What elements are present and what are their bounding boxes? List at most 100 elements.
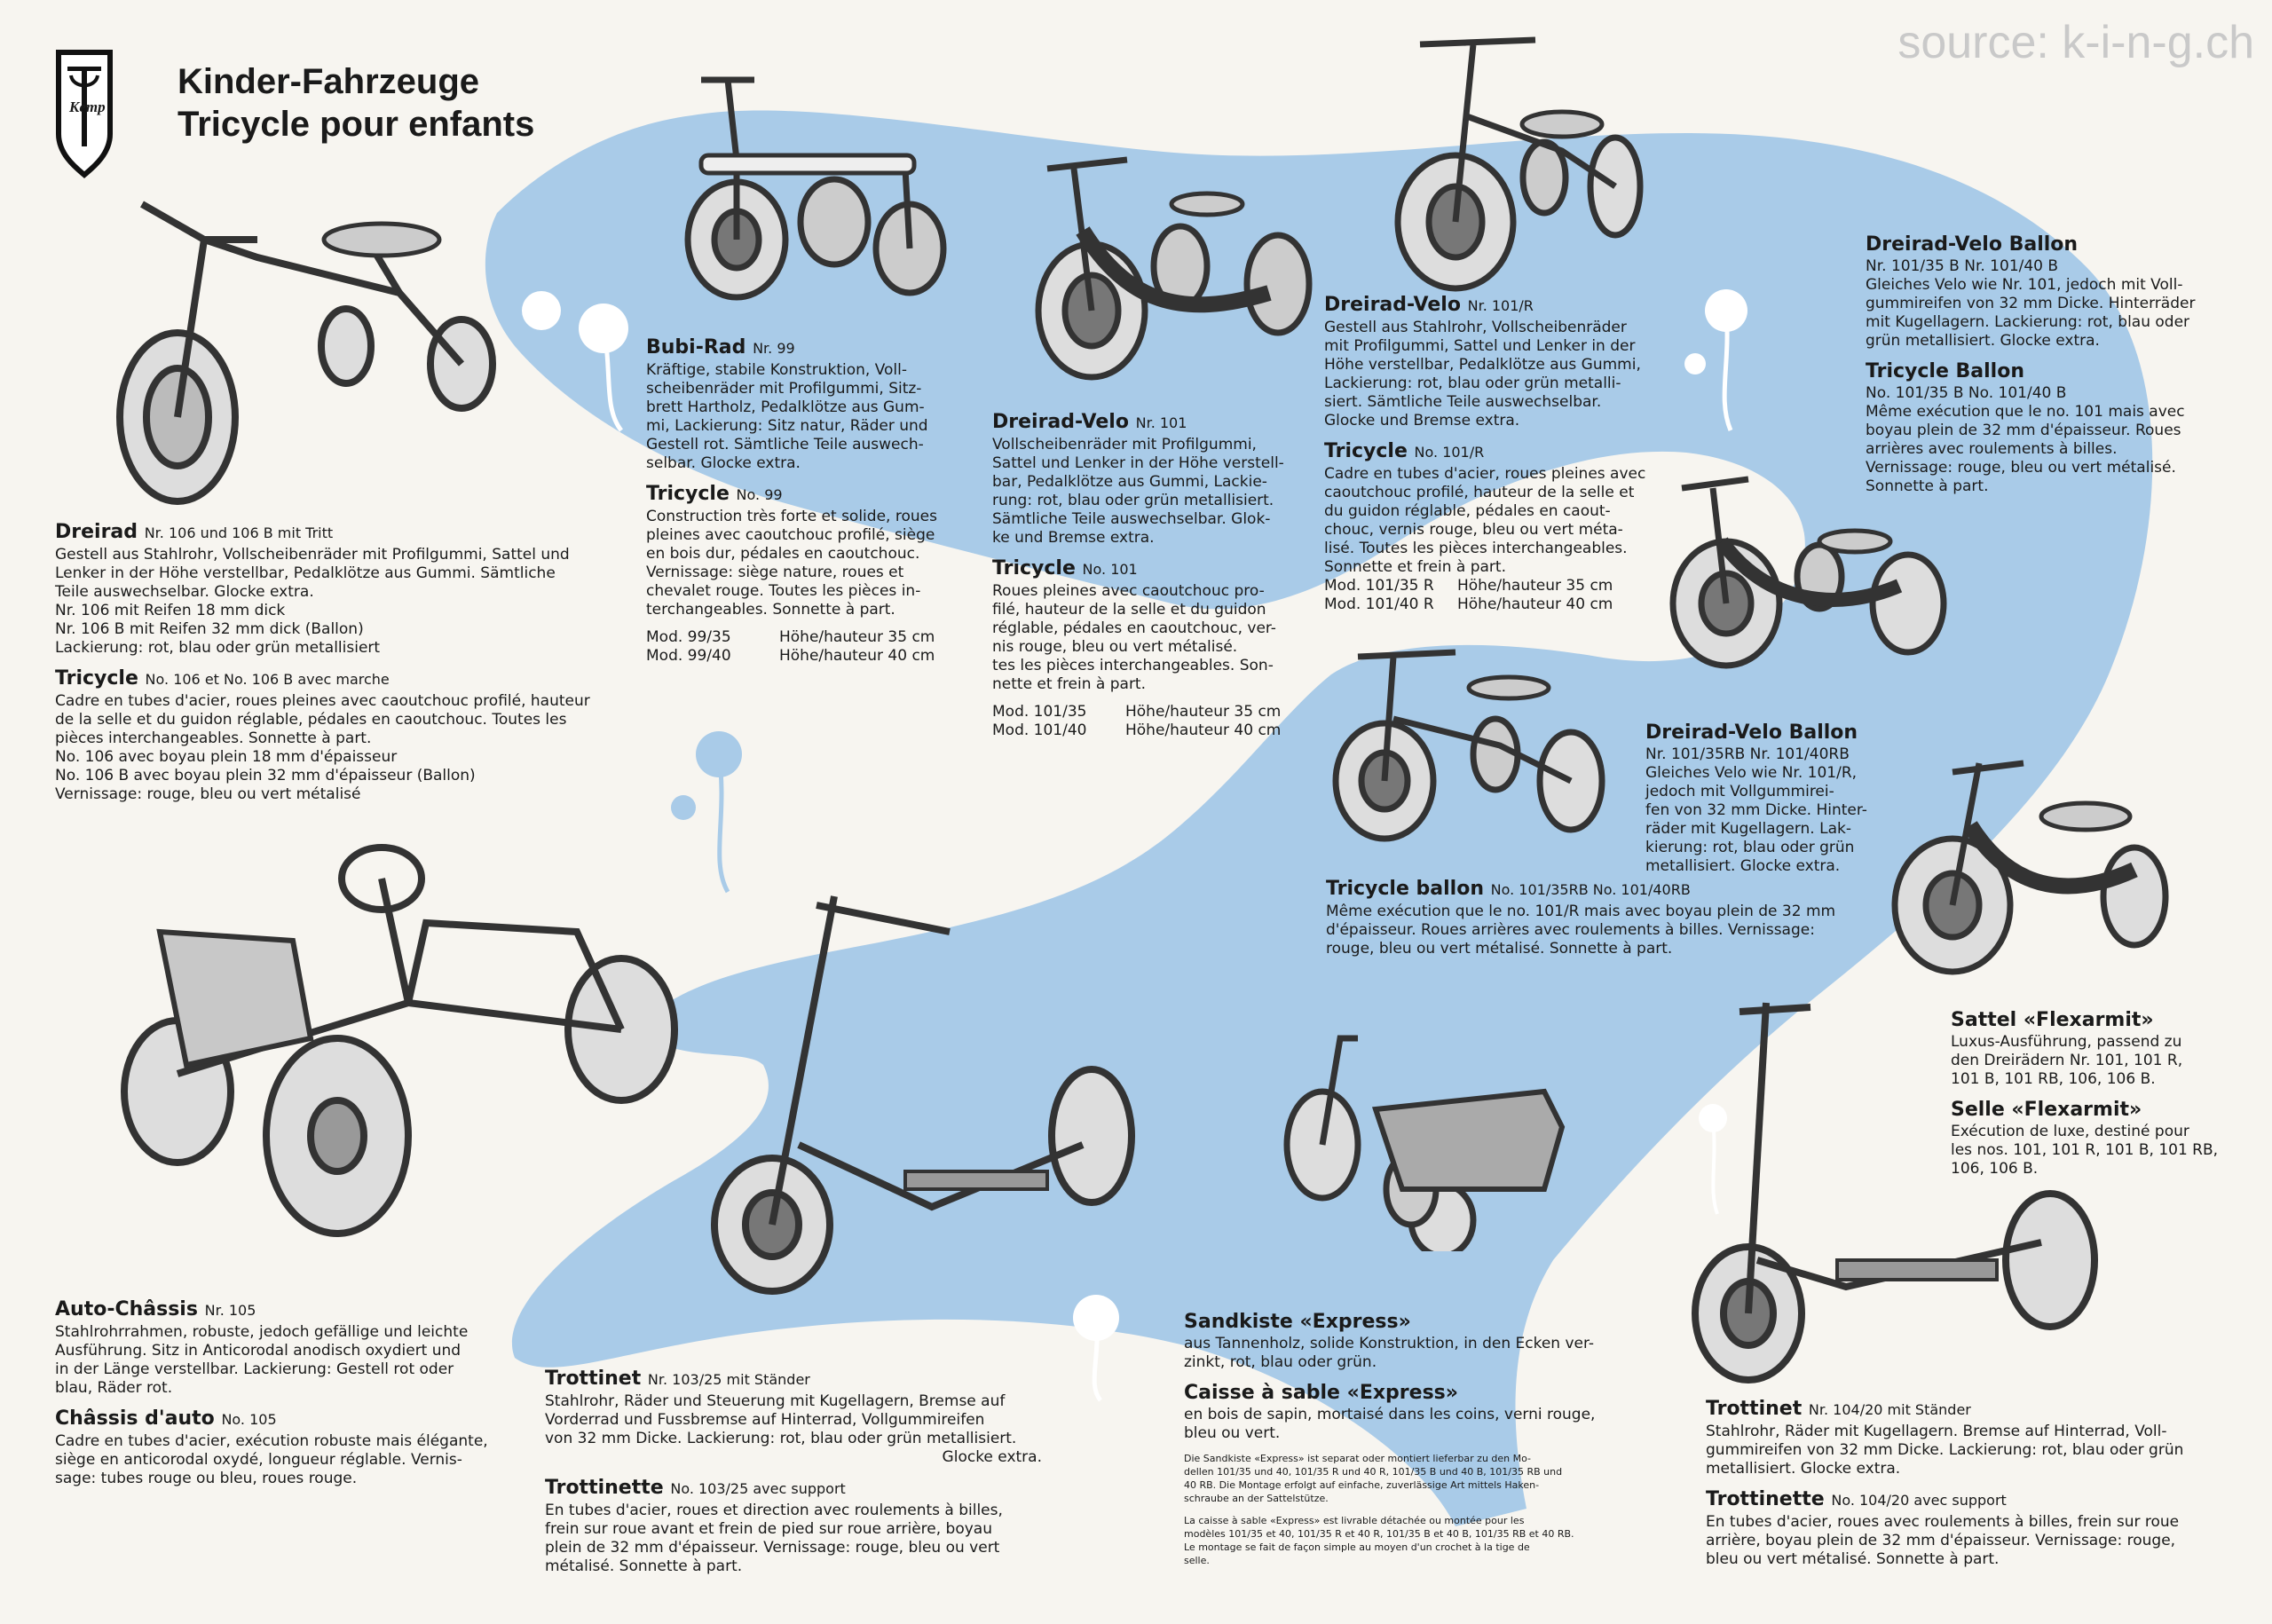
description-line: Vernissage: siège nature, roues et [646,564,904,581]
description-line: mi, Lackierung: Sitz natur, Räder und [646,417,928,435]
description-line: du guidon réglable, pédales en caout- [1324,502,1611,520]
dreirad-velo-101r-illustration [1394,36,1644,292]
product-number: Nr. 101/35RB Nr. 101/40RB [1645,745,1850,763]
description-line: réglable, pédales en caoutchouc, ver- [992,619,1276,637]
product-name: Bubi-Rad [646,336,746,359]
description-line: Teile auswechselbar. Glocke extra. [55,583,314,601]
description-line: rouge, bleu ou vert métalisé. Sonnette à… [1326,940,1673,958]
description-line: ke und Bremse extra. [992,529,1155,547]
flower-decoration-icon [1699,1104,1727,1215]
description-line: de la selle et du guidon réglable, pédal… [55,711,567,729]
description-line: metallisiert. Glocke extra. [1706,1460,1901,1478]
description-line: Gleiches Velo wie Nr. 101, jedoch mit Vo… [1866,276,2183,294]
product-name: Châssis d'auto [55,1407,215,1430]
description-line: filé, hauteur de la selle et du guidon [992,601,1266,619]
flower-decoration-icon [1684,289,1747,431]
product-number: Nr. 105 [204,1302,256,1319]
description-line: Stahlrohrrahmen, robuste, jedoch gefälli… [55,1323,469,1341]
product-name: Sattel «Flexarmit» [1951,1009,2154,1031]
product-name: Trottinet [545,1368,642,1390]
product-name: Dreirad-Velo [1324,294,1461,316]
description-line: Vernissage: rouge, bleu ou vert métalisé… [1866,459,2176,477]
description-line: zinkt, rot, blau oder grün. [1184,1353,1377,1371]
description-line: métalisé. Sonnette à part. [545,1557,743,1575]
model-number: Mod. 99/35 [646,628,731,646]
note-line: dellen 101/35 und 40, 101/35 R und 40 R,… [1184,1466,1563,1478]
description-line: Lenker in der Höhe verstellbar, Pedalklö… [55,564,556,582]
model-height: Höhe/hauteur 40 cm [779,647,935,665]
product-number: No. 101/35 B No. 101/40 B [1866,384,2067,402]
description-line: Nr. 106 mit Reifen 18 mm dick [55,602,286,619]
model-spec-row: Mod. 99/40 Höhe/hauteur 40 cm [646,647,948,666]
description-line: räder mit Kugellagern. Lak- [1645,820,1851,838]
description-line: terchangeables. Sonnette à part. [646,601,895,619]
dreirad-velo-101-section: Dreirad-Velo Nr. 101 Vollscheibenräder m… [992,410,1294,740]
description-line: den Dreirädern Nr. 101, 101 R, [1951,1052,2183,1069]
description-line: Sämtliche Teile auswechselbar. Glok- [992,510,1271,528]
dreirad-velo-101rb-illustration [1332,649,1605,842]
description-line: plein de 32 mm d'épaisseur. Vernissage: … [545,1539,1000,1557]
product-name: Tricycle [55,667,138,690]
dreirad-velo-ballon-rb-illustration [1891,760,2169,975]
product-number: No. 101 [1082,561,1138,578]
description-line: Cadre en tubes d'acier, exécution robust… [55,1432,488,1450]
model-number: Mod. 101/35 [992,703,1087,721]
description-line: lisé. Toutes les pièces interchangeables… [1324,540,1628,557]
description-line: les nos. 101, 101 R, 101 B, 101 RB, [1951,1141,2219,1159]
flower-decoration-icon [671,731,742,894]
description-line: gummireifen von 32 mm Dicke. Lackierung:… [1706,1441,2184,1459]
dreirad-velo-ballon-rb-section: Dreirad-Velo Ballon Nr. 101/35RB Nr. 101… [1645,721,1876,876]
model-number: Mod. 101/35 R [1324,577,1434,595]
product-name: Selle «Flexarmit» [1951,1099,2142,1121]
description-line: Sattel und Lenker in der Höhe verstell- [992,454,1284,472]
sandkiste-note-de: Die Sandkiste «Express» ist separat oder… [1184,1452,1645,1505]
description-line: scheibenräder mit Profilgummi, Sitz- [646,380,922,398]
note-line: schraube an der Sattelstütze. [1184,1493,1329,1504]
description-line: 106, 106 B. [1951,1160,2039,1178]
page-title: Kinder-Fahrzeuge Tricycle pour enfants [178,60,534,146]
note-line: Die Sandkiste «Express» ist separat oder… [1184,1453,1532,1464]
title-de: Kinder-Fahrzeuge [178,62,480,101]
description-line: Gestell rot. Sämtliche Teile auswech- [646,436,924,453]
description-line: siert. Sämtliche Teile auswechselbar. [1324,393,1602,411]
description-line: Lackierung: rot, blau oder grün metalli- [1324,374,1621,392]
description-line: Ausführung. Sitz in Anticorodal anodisch… [55,1342,462,1360]
description-line: Exécution de luxe, destiné pour [1951,1123,2189,1140]
product-name: Trottinette [545,1477,664,1499]
description-line: chevalet rouge. Toutes les pièces in- [646,582,921,600]
description-line: jedoch mit Vollgummirei- [1645,783,1834,800]
model-spec-row: Mod. 101/35 R Höhe/hauteur 35 cm [1324,577,1661,595]
product-number: Nr. 99 [753,340,795,357]
description-line: Vorderrad und Fussbremse auf Hinterrad, … [545,1411,985,1429]
product-number: Nr. 104/20 mit Ständer [1808,1401,1971,1418]
description-line: Stahlrohr, Räder und Steuerung mit Kugel… [545,1392,1006,1410]
description-line: mit Profilgummi, Sattel und Lenker in de… [1324,337,1636,355]
product-name: Trottinet [1706,1398,1803,1420]
tricycle-106-illustration [116,201,496,505]
description-line: bleu ou vert. [1184,1424,1281,1442]
description-line: Sonnette et frein à part. [1324,558,1506,576]
product-number: Nr. 106 und 106 B mit Tritt [144,524,334,541]
model-number: Mod. 99/40 [646,647,731,665]
sattel-flexarmit-section: Sattel «Flexarmit» Luxus-Ausführung, pas… [1951,1008,2244,1179]
description-line: selbar. Glocke extra. [646,454,801,472]
description-line: aus Tannenholz, solide Konstruktion, in … [1184,1335,1595,1352]
description-line: sage: tubes rouge ou bleu, roues rouge. [55,1470,358,1487]
sandkiste-express-section: Sandkiste «Express» aus Tannenholz, soli… [1184,1310,1645,1567]
product-number: No. 101/35RB No. 101/40RB [1490,881,1691,898]
model-height: Höhe/hauteur 35 cm [1457,577,1613,595]
description-line: bar, Pedalklötze aus Gummi, Lackie- [992,473,1267,491]
description-line: rung: rot, blau oder grün metallisiert. [992,492,1274,509]
sandkiste-note-fr: La caisse à sable «Express» est livrable… [1184,1514,1645,1567]
description-line: fen von 32 mm Dicke. Hinter- [1645,801,1867,819]
description-line: Stahlrohr, Räder mit Kugellagern. Bremse… [1706,1423,2167,1440]
description-line: Nr. 106 B mit Reifen 32 mm dick (Ballon) [55,620,364,638]
auto-chassis-illustration [121,844,678,1237]
description-line: Kräftige, stabile Konstruktion, Voll- [646,361,907,379]
description-line: En tubes d'acier, roues avec roulements … [1706,1513,2180,1531]
description-line: blau, Räder rot. [55,1379,173,1397]
dreirad-velo-101-illustration [1035,156,1313,381]
